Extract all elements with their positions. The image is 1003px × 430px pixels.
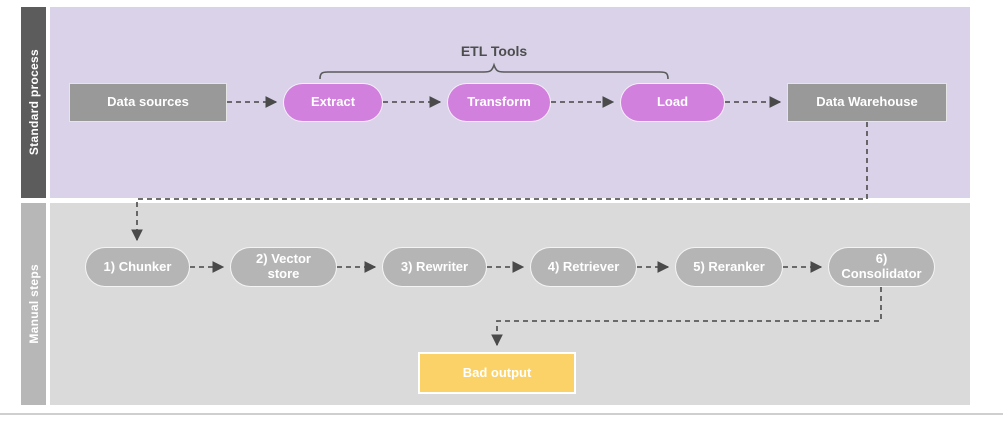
lane-header-standard-process: Standard process — [21, 7, 46, 198]
node-retriever-label: 4) Retriever — [547, 258, 620, 274]
node-data-sources-label: Data sources — [107, 94, 189, 110]
node-rewriter-label: 3) Rewriter — [400, 258, 469, 274]
node-data-warehouse: Data Warehouse — [787, 83, 947, 122]
bottom-divider — [0, 413, 1003, 415]
node-reranker-label: 5) Reranker — [693, 258, 765, 274]
arrow-consolidator-to-badoutput — [491, 287, 882, 347]
node-retriever: 4) Retriever — [530, 247, 637, 287]
etl-tools-brace — [319, 62, 669, 80]
node-load: Load — [620, 83, 725, 122]
node-consolidator-label: 6) Consolidator — [841, 251, 922, 281]
node-vector-store-label: 2) Vector store — [256, 251, 311, 281]
node-bad-output: Bad output — [418, 352, 576, 394]
node-extract-label: Extract — [310, 94, 356, 110]
node-rewriter: 3) Rewriter — [382, 247, 487, 287]
node-data-warehouse-label: Data Warehouse — [816, 94, 918, 110]
node-chunker-label: 1) Chunker — [103, 258, 172, 274]
node-consolidator: 6) Consolidator — [828, 247, 935, 287]
node-bad-output-label: Bad output — [462, 364, 532, 380]
node-vector-store: 2) Vector store — [230, 247, 337, 287]
node-transform: Transform — [447, 83, 551, 122]
node-extract: Extract — [283, 83, 383, 122]
node-transform-label: Transform — [467, 94, 531, 110]
arrow-warehouse-to-chunker — [131, 122, 868, 242]
node-chunker: 1) Chunker — [85, 247, 190, 287]
etl-tools-label: ETL Tools — [460, 43, 528, 59]
node-load-label: Load — [656, 94, 689, 110]
node-data-sources: Data sources — [69, 83, 227, 122]
lane-header-manual-steps: Manual steps — [21, 203, 46, 405]
node-reranker: 5) Reranker — [675, 247, 783, 287]
